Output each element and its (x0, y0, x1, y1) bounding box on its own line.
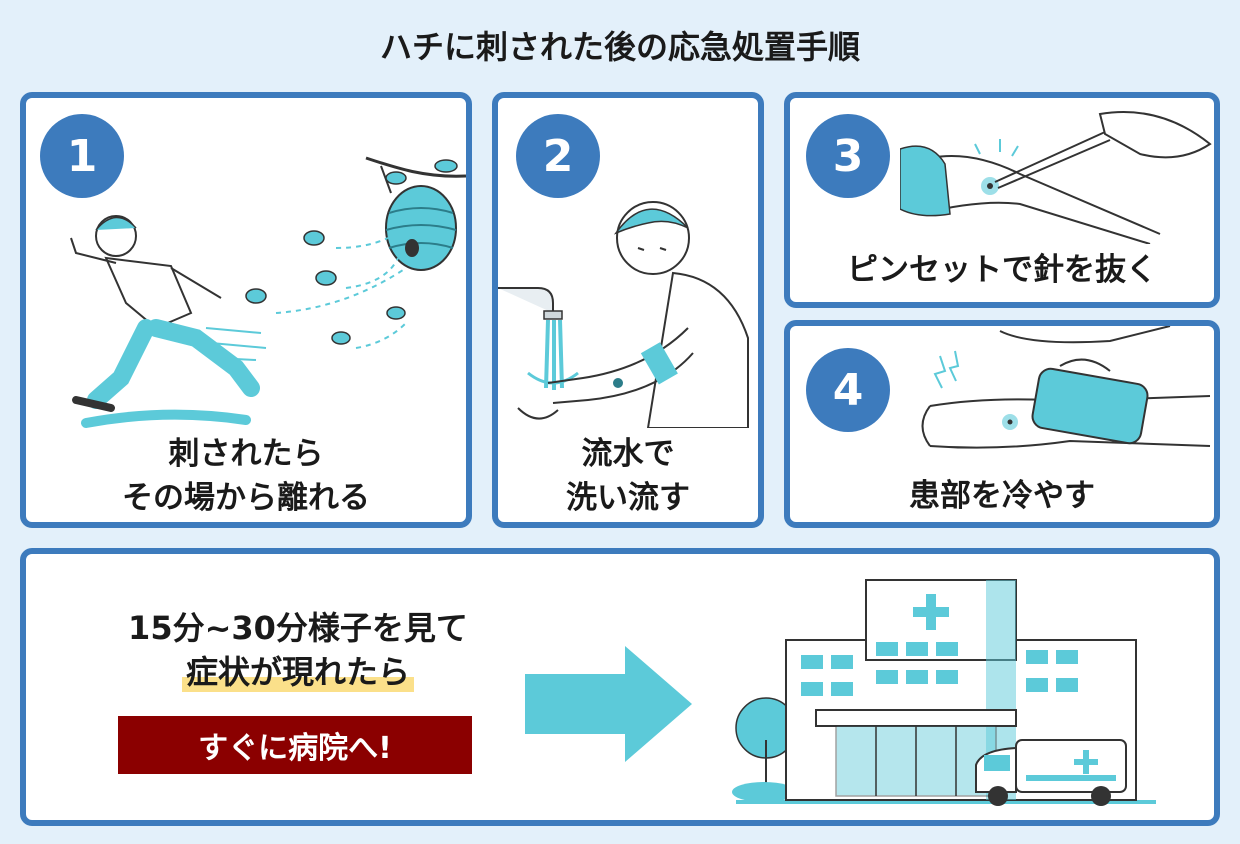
step-caption: 流水で 洗い流す (498, 432, 758, 520)
washing-arm-tap-icon (498, 201, 749, 428)
step-card-3: 3 ピンセットで針を抜く (784, 92, 1220, 308)
page-title: ハチに刺された後の応急処置手順 (379, 28, 860, 66)
step-card-1: 1 刺されたら その場から離れる (20, 92, 472, 528)
step-card-2: 2 流水で 洗い流す (492, 92, 764, 528)
step-caption: 患部を冷やす (790, 474, 1214, 518)
step-card-4: 4 患部を冷やす (784, 320, 1220, 528)
tweezers-stinger-icon (900, 111, 1212, 244)
cold-pack-icon (921, 326, 1211, 449)
step-caption: ピンセットで針を抜く (790, 248, 1214, 292)
advice-text: 15分~30分様子を見て 症状が現れたら (118, 606, 478, 692)
advice-card: 15分~30分様子を見て 症状が現れたら すぐに病院へ! (20, 548, 1220, 826)
step-number-badge: 2 (516, 114, 600, 198)
step-number-badge: 3 (806, 114, 890, 198)
step-caption-line: 洗い流す (566, 480, 690, 516)
advice-line-1: 15分~30分様子を見て (128, 609, 468, 647)
hospital-ambulance-icon (732, 579, 1156, 806)
step-caption-line: その場から離れる (122, 480, 370, 516)
step-caption: 刺されたら その場から離れる (26, 432, 466, 520)
step-caption-line: ピンセットで針を抜く (847, 252, 1157, 288)
step-caption-line: 患部を冷やす (909, 478, 1095, 514)
step-number-badge: 1 (40, 114, 124, 198)
step-caption-line: 流水で (581, 436, 675, 472)
right-arrow-icon (525, 646, 692, 762)
advice-line-2: 症状が現れたら (181, 652, 414, 692)
step-caption-line: 刺されたら (168, 436, 324, 472)
step-number-badge: 4 (806, 348, 890, 432)
fleeing-man-bees-icon (70, 156, 466, 428)
urgent-banner: すぐに病院へ! (118, 716, 472, 774)
